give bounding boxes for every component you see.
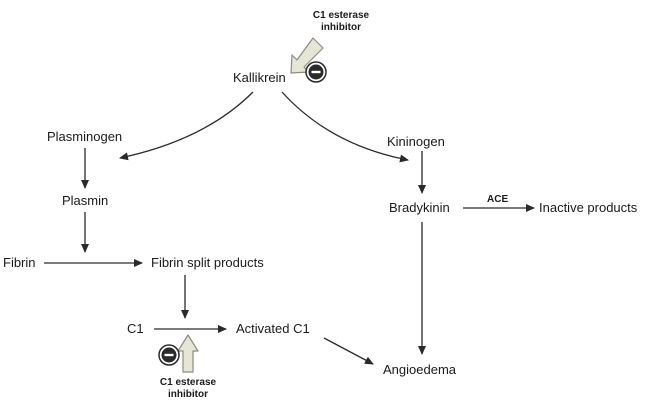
enzyme-ace-label: ACE	[487, 194, 509, 205]
inhibitor-label-bottom-line1: C1 esterase	[159, 377, 217, 388]
inhibitor-arrow-top	[290, 37, 324, 74]
arrow-kallikrein-to-bradykinin-branch	[281, 91, 409, 163]
inhibitor-label-bottom: C1 esterase inhibitor	[158, 377, 218, 401]
node-plasminogen: Plasminogen	[47, 129, 123, 144]
node-plasmin: Plasmin	[62, 193, 109, 208]
node-kininogen: Kininogen	[387, 134, 445, 149]
node-fibrin-split-products: Fibrin split products	[151, 255, 264, 270]
arrow-kallikrein-to-plasmin-branch	[119, 91, 254, 161]
inhibitor-arrow-bottom	[177, 334, 199, 373]
inhibitor-label-top-line2: inhibitor	[321, 22, 361, 33]
inhibitor-label-top-line1: C1 esterase	[312, 10, 370, 21]
node-c1: C1	[127, 321, 144, 336]
arrow-activated-c1-to-angioedema	[323, 337, 374, 365]
minus-badge-bottom	[158, 344, 180, 366]
node-inactive-products: Inactive products	[539, 200, 638, 215]
node-bradykinin: Bradykinin	[389, 200, 450, 215]
inhibitor-label-bottom-line2: inhibitor	[168, 389, 208, 400]
node-angioedema: Angioedema	[383, 362, 456, 377]
node-fibrin: Fibrin	[3, 255, 36, 270]
inhibitor-label-top: C1 esterase inhibitor	[311, 10, 371, 34]
node-kallikrein: Kallikrein	[233, 70, 286, 85]
node-activated-c1: Activated C1	[236, 321, 310, 336]
minus-badge-top	[305, 61, 327, 83]
